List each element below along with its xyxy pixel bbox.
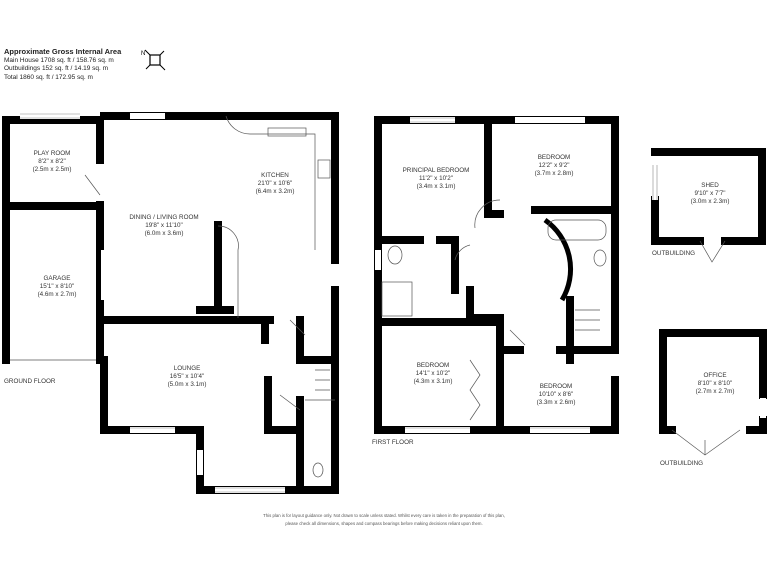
room-shed: SHED 9'10" x 7'7" (3.0m x 2.3m) bbox=[691, 182, 730, 205]
first-floor-label: FIRST FLOOR bbox=[372, 439, 414, 446]
area-main-house: Main House 1708 sq. ft / 158.76 sq. m bbox=[4, 56, 114, 64]
svg-text:15'1" x 8'10": 15'1" x 8'10" bbox=[40, 283, 75, 290]
svg-text:(3.4m x 3.1m): (3.4m x 3.1m) bbox=[417, 183, 456, 190]
svg-text:19'8" x 11'10": 19'8" x 11'10" bbox=[145, 222, 183, 229]
room-play-room: PLAY ROOM 8'2" x 8'2" (2.5m x 2.5m) bbox=[33, 150, 72, 173]
svg-text:14'1" x 10'2": 14'1" x 10'2" bbox=[416, 370, 451, 377]
svg-text:(4.6m x 2.7m): (4.6m x 2.7m) bbox=[38, 291, 77, 298]
room-bedroom-3: BEDROOM 14'1" x 10'2" (4.3m x 3.1m) bbox=[414, 362, 453, 385]
svg-text:LOUNGE: LOUNGE bbox=[174, 365, 201, 372]
svg-text:BEDROOM: BEDROOM bbox=[538, 154, 571, 161]
outbuilding-label-2: OUTBUILDING bbox=[660, 460, 703, 467]
area-summary: Approximate Gross Internal Area Main Hou… bbox=[4, 47, 122, 82]
room-office: OFFICE 8'10" x 8'10" (2.7m x 2.7m) bbox=[696, 372, 735, 395]
svg-text:(6.4m x 3.2m): (6.4m x 3.2m) bbox=[256, 188, 295, 195]
svg-text:(3.7m x 2.8m): (3.7m x 2.8m) bbox=[535, 170, 574, 177]
room-lounge: LOUNGE 16'5" x 10'4" (5.0m x 3.1m) bbox=[168, 365, 207, 388]
svg-text:(3.3m x 2.6m): (3.3m x 2.6m) bbox=[537, 399, 576, 406]
area-total: Total 1860 sq. ft / 172.95 sq. m bbox=[4, 73, 93, 81]
room-garage: GARAGE 15'1" x 8'10" (4.6m x 2.7m) bbox=[38, 275, 77, 298]
room-dining-living: DINING / LIVING ROOM 19'8" x 11'10" (6.0… bbox=[129, 214, 198, 237]
svg-text:OFFICE: OFFICE bbox=[703, 372, 726, 379]
svg-text:8'2" x 8'2": 8'2" x 8'2" bbox=[38, 158, 66, 165]
svg-text:(5.0m x 3.1m): (5.0m x 3.1m) bbox=[168, 381, 207, 388]
svg-text:N: N bbox=[141, 51, 145, 57]
svg-text:PLAY ROOM: PLAY ROOM bbox=[34, 150, 71, 157]
svg-text:8'10" x 8'10": 8'10" x 8'10" bbox=[698, 380, 733, 387]
room-bedroom-4: BEDROOM 10'10" x 8'6" (3.3m x 2.6m) bbox=[537, 383, 576, 406]
svg-text:SHED: SHED bbox=[701, 182, 719, 189]
outbuilding-label-1: OUTBUILDING bbox=[652, 250, 695, 257]
svg-text:12'2" x 9'2": 12'2" x 9'2" bbox=[538, 162, 569, 169]
area-outbuildings: Outbuildings 152 sq. ft / 14.19 sq. m bbox=[4, 65, 109, 72]
svg-text:(4.3m x 3.1m): (4.3m x 3.1m) bbox=[414, 378, 453, 385]
room-principal-bedroom: PRINCIPAL BEDROOM 11'2" x 10'2" (3.4m x … bbox=[403, 167, 470, 190]
svg-text:(2.5m x 2.5m): (2.5m x 2.5m) bbox=[33, 166, 72, 173]
svg-text:GARAGE: GARAGE bbox=[44, 275, 71, 282]
ground-floor-label: GROUND FLOOR bbox=[4, 378, 56, 385]
disclaimer-line-2: please check all dimensions, shapes and … bbox=[285, 521, 483, 526]
svg-text:KITCHEN: KITCHEN bbox=[261, 172, 289, 179]
ground-floor-plan bbox=[2, 112, 339, 494]
svg-text:9'10" x 7'7": 9'10" x 7'7" bbox=[694, 190, 725, 197]
svg-text:(3.0m x 2.3m): (3.0m x 2.3m) bbox=[691, 198, 730, 205]
room-bedroom-2: BEDROOM 12'2" x 9'2" (3.7m x 2.8m) bbox=[535, 154, 574, 177]
svg-text:DINING / LIVING ROOM: DINING / LIVING ROOM bbox=[129, 214, 198, 221]
shed-plan bbox=[651, 148, 766, 263]
svg-text:PRINCIPAL BEDROOM: PRINCIPAL BEDROOM bbox=[403, 167, 470, 174]
room-kitchen: KITCHEN 21'0" x 10'6" (6.4m x 3.2m) bbox=[256, 172, 295, 195]
disclaimer-line-1: This plan is for layout guidance only. N… bbox=[263, 513, 505, 518]
svg-text:BEDROOM: BEDROOM bbox=[417, 362, 450, 369]
svg-text:21'0" x 10'6": 21'0" x 10'6" bbox=[258, 180, 293, 187]
office-plan bbox=[659, 329, 767, 456]
first-floor-plan bbox=[374, 116, 619, 434]
svg-text:(6.0m x 3.6m): (6.0m x 3.6m) bbox=[145, 230, 184, 237]
disclaimer: This plan is for layout guidance only. N… bbox=[0, 512, 768, 528]
svg-text:BEDROOM: BEDROOM bbox=[540, 383, 573, 390]
compass-icon: N bbox=[141, 49, 166, 71]
svg-text:11'2" x 10'2": 11'2" x 10'2" bbox=[419, 175, 453, 182]
svg-text:16'5" x 10'4": 16'5" x 10'4" bbox=[170, 373, 205, 380]
svg-text:10'10" x 8'6": 10'10" x 8'6" bbox=[539, 391, 574, 398]
area-title: Approximate Gross Internal Area bbox=[4, 47, 122, 56]
svg-text:(2.7m x 2.7m): (2.7m x 2.7m) bbox=[696, 388, 735, 395]
